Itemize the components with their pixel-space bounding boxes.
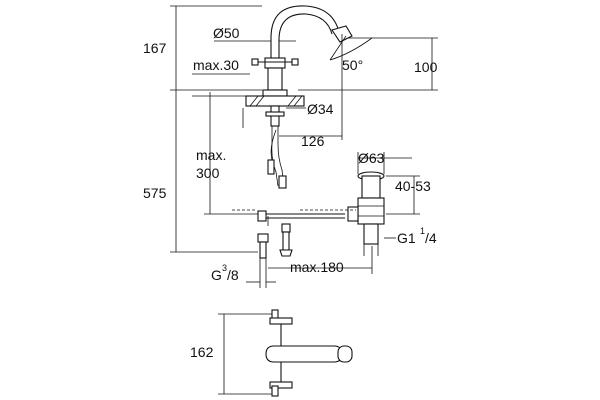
label-g-num: 3 [222, 263, 227, 273]
label-diameter-50: Ø50 [213, 25, 240, 41]
faucet-top-view [218, 309, 353, 397]
label-max-30: max.30 [193, 57, 239, 73]
label-126: 126 [301, 133, 325, 149]
label-300: 300 [196, 165, 220, 181]
label-g1-num: 1 [420, 226, 425, 236]
flex-hose [267, 126, 287, 189]
faucet-side-view [251, 5, 353, 97]
label-575: 575 [143, 185, 167, 201]
label-max: max. [196, 147, 226, 163]
label-diameter-63: Ø63 [358, 150, 385, 166]
pull-rod [257, 210, 345, 226]
label-diameter-34: Ø34 [307, 101, 334, 117]
label-max-180: max.180 [290, 259, 344, 275]
label-g1-den: /4 [425, 230, 437, 246]
deck-section [242, 95, 305, 128]
label-g-main: G [211, 267, 222, 283]
label-100: 100 [414, 59, 438, 75]
popup-waste [347, 171, 385, 256]
dimension-labels: 167 575 Ø50 max.30 100 50° Ø34 126 max. … [143, 25, 438, 360]
dimension-lines [170, 5, 438, 288]
label-angle-50: 50° [342, 57, 363, 73]
label-g-den: /8 [227, 267, 239, 283]
label-162: 162 [190, 344, 214, 360]
label-g1-main: G1 [397, 230, 416, 246]
label-40-53: 40-53 [395, 178, 431, 194]
label-167: 167 [143, 40, 167, 56]
supply-valves [257, 223, 293, 259]
